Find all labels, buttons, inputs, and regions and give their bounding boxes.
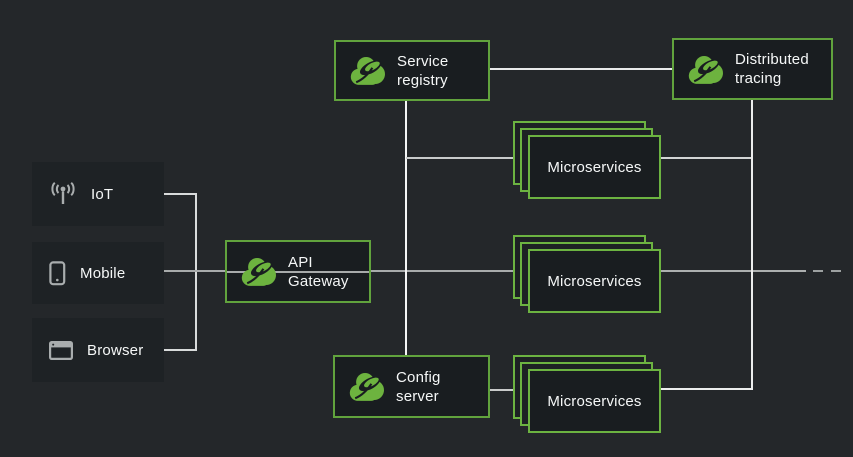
client-label: IoT (91, 185, 114, 203)
connector-tracing-trunk (661, 100, 753, 390)
mobile-phone-icon (49, 260, 66, 286)
stack-card-front: Microservices (528, 135, 661, 199)
client-box-iot: IoT (32, 162, 164, 226)
browser-window-icon (49, 340, 73, 360)
microservices-label: Microservices (547, 392, 642, 410)
service-registry-box: Service registry (334, 40, 490, 101)
stack-card-front: Microservices (528, 249, 661, 313)
client-label: Browser (87, 341, 144, 359)
config-server-box: Config server (333, 355, 490, 418)
stack-card-front: Microservices (528, 369, 661, 433)
microservices-stack-2: Microservices (513, 235, 663, 315)
spring-logo-icon (240, 256, 276, 287)
distributed-tracing-label: Distributed tracing (735, 51, 809, 87)
api-gateway-box: API Gateway (225, 240, 371, 303)
api-gateway-label: API Gateway (288, 253, 349, 290)
spring-logo-icon (687, 54, 723, 85)
client-box-mobile: Mobile (32, 242, 164, 304)
iot-antenna-icon (49, 182, 77, 206)
config-server-label: Config server (396, 368, 441, 405)
spring-logo-icon (349, 55, 385, 86)
spring-logo-icon (348, 371, 384, 402)
client-box-browser: Browser (32, 318, 164, 382)
microservices-stack-1: Microservices (513, 121, 663, 201)
distributed-tracing-box: Distributed tracing (672, 38, 833, 100)
client-label: Mobile (80, 264, 126, 282)
microservices-label: Microservices (547, 158, 642, 176)
service-registry-label: Service registry (397, 52, 449, 89)
microservices-stack-3: Microservices (513, 355, 663, 435)
main-line-through-gateway (227, 271, 369, 273)
microservices-label: Microservices (547, 272, 642, 290)
